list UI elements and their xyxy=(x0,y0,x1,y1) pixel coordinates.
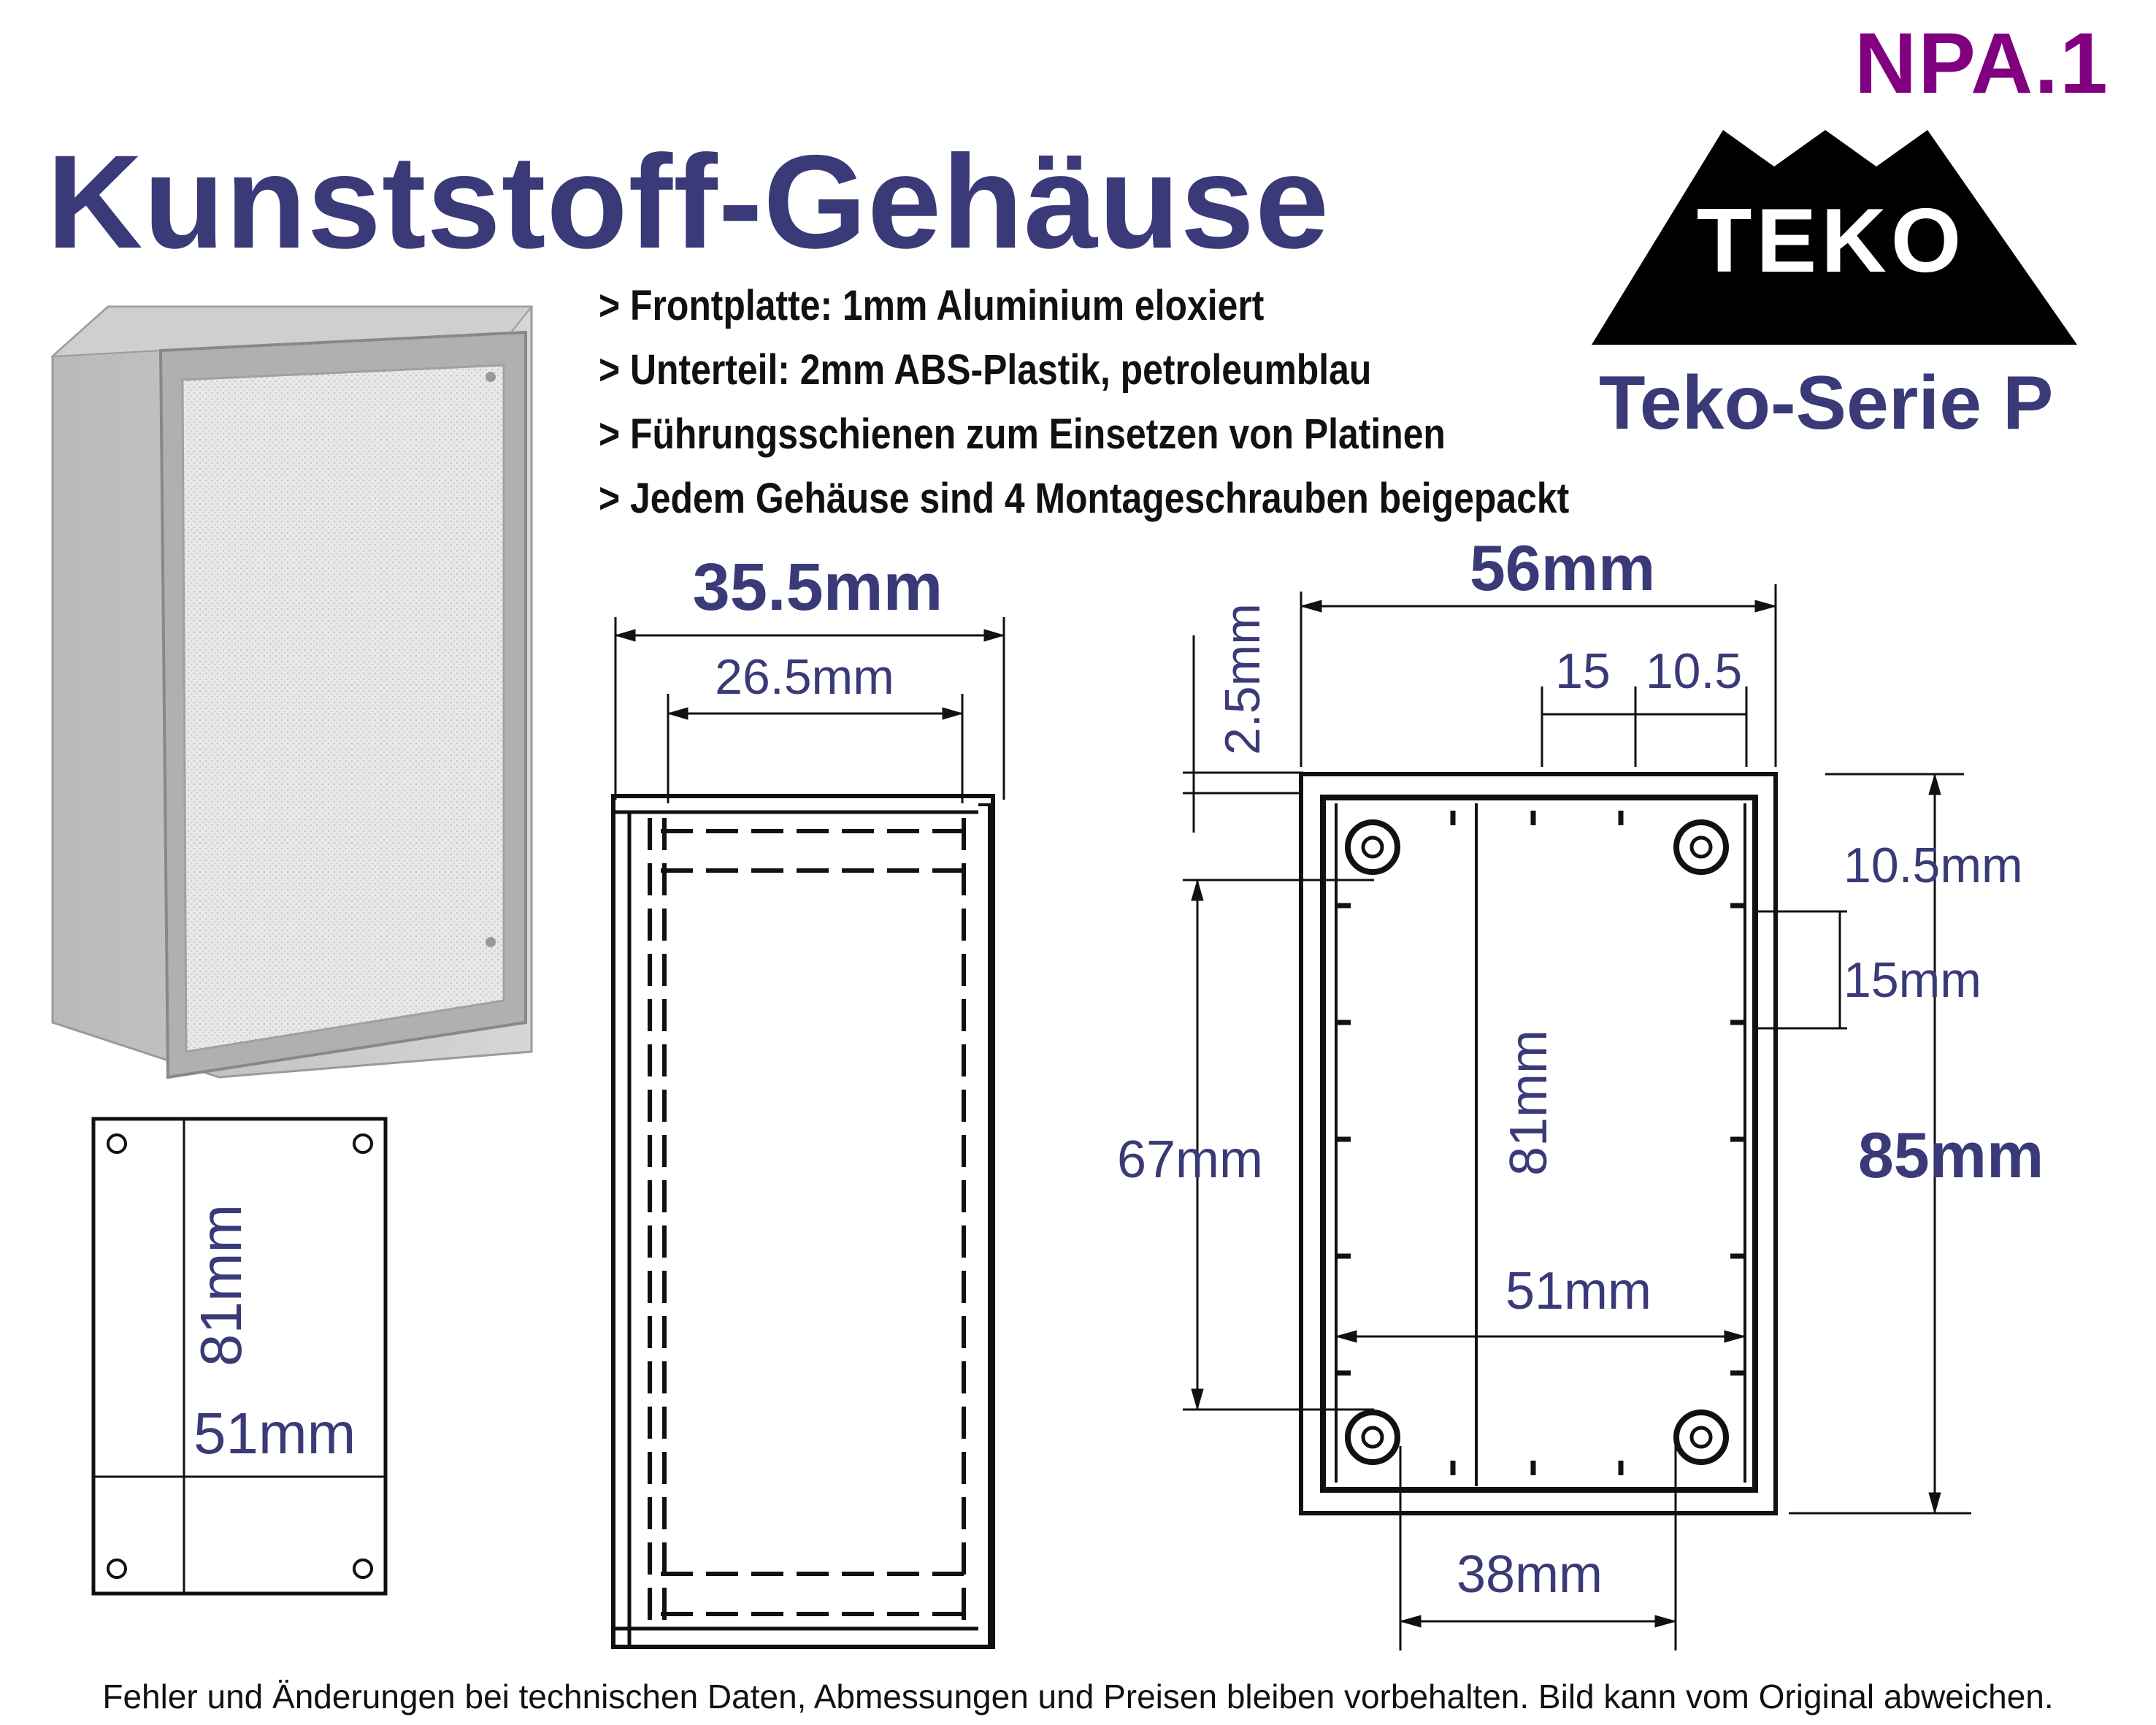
hole-distance-vertical-label: 67mm xyxy=(1117,1131,1263,1189)
disclaimer-footer: Fehler und Änderungen bei technischen Da… xyxy=(102,1678,2054,1716)
side-outer-width-label: 35.5mm xyxy=(693,550,943,624)
page-title: Kunststoff-Gehäuse xyxy=(47,127,1330,276)
technical-drawing: TEKO 81mm 51mm xyxy=(50,130,2077,1651)
inner-height-label: 81mm xyxy=(1500,1030,1558,1176)
front-panel-drawing xyxy=(91,1117,388,1596)
outer-height-label: 85mm xyxy=(1858,1119,2044,1191)
offset-1-label: 15 xyxy=(1555,643,1611,699)
offset-2-label: 10.5 xyxy=(1646,643,1742,699)
enclosure-photo xyxy=(50,305,534,1079)
top-outer-width-label: 56mm xyxy=(1470,532,1655,604)
top-view-drawing xyxy=(1183,584,1971,1651)
rail-spacing-label: 15mm xyxy=(1844,952,1982,1008)
wall-thickness-label: 2.5mm xyxy=(1215,603,1270,755)
logo-text: TEKO xyxy=(1697,191,1965,291)
front-width-label: 51mm xyxy=(193,1401,356,1466)
series-name: Teko-Serie P xyxy=(1599,361,2054,445)
feature-list: > Frontplatte: 1mm Aluminium eloxiert > … xyxy=(599,274,1569,531)
product-code: NPA.1 xyxy=(1854,15,2109,112)
feature-item: > Unterteil: 2mm ABS-Plastik, petroleumb… xyxy=(599,346,1372,394)
side-view-drawing xyxy=(611,617,1005,1649)
feature-item: > Frontplatte: 1mm Aluminium eloxiert xyxy=(599,282,1265,329)
feature-item: > Führungsschienen zum Einsetzen von Pla… xyxy=(599,410,1446,458)
feature-item: > Jedem Gehäuse sind 4 Montageschrauben … xyxy=(599,475,1570,522)
inner-width-label: 51mm xyxy=(1505,1262,1651,1320)
hole-distance-horizontal-label: 38mm xyxy=(1457,1545,1603,1604)
rail-offset-label: 10.5mm xyxy=(1844,838,2023,893)
front-height-label: 81mm xyxy=(188,1204,253,1366)
side-inner-width-label: 26.5mm xyxy=(715,649,894,705)
teko-logo: TEKO xyxy=(1592,130,2077,345)
